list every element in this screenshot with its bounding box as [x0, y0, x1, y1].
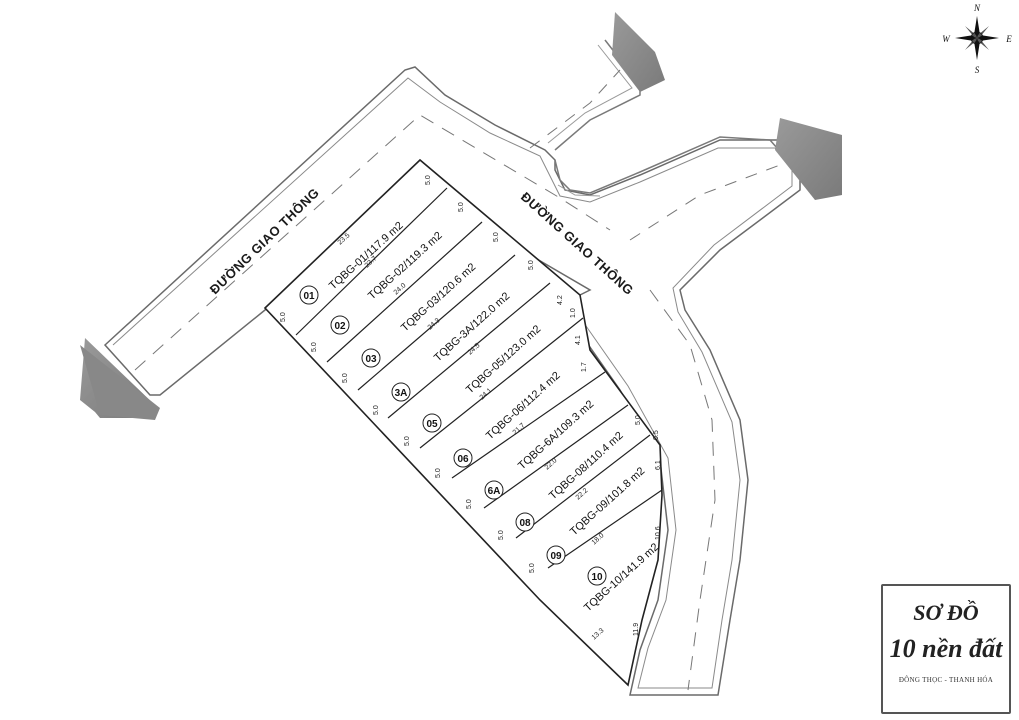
lot-circle-02: 02	[330, 315, 350, 335]
svg-text:6.1: 6.1	[655, 460, 662, 470]
svg-text:09: 09	[550, 551, 562, 562]
road-arrows	[80, 12, 842, 420]
svg-text:5.0: 5.0	[635, 415, 642, 425]
svg-text:5.0: 5.0	[425, 175, 432, 185]
svg-text:5.0: 5.0	[311, 342, 318, 352]
svg-text:02: 02	[334, 321, 346, 332]
lot-dividers	[295, 187, 663, 569]
svg-text:5.0: 5.0	[373, 405, 380, 415]
road-centerline-branch	[529, 69, 621, 149]
road-centerline-right	[629, 164, 781, 241]
compass-rose-icon: N S E W	[942, 3, 1012, 75]
svg-text:5.0: 5.0	[435, 468, 442, 478]
compass-e: E	[1005, 34, 1012, 44]
lot-circle-05: 05	[422, 413, 442, 433]
lot-circle-3a: 3A	[391, 382, 411, 402]
compass-n: N	[973, 3, 981, 13]
lot-circle-01: 01	[299, 285, 319, 305]
lot-circle-03: 03	[361, 348, 381, 368]
svg-text:01: 01	[303, 291, 315, 302]
svg-text:3A: 3A	[395, 388, 408, 399]
svg-text:4.2: 4.2	[557, 295, 564, 305]
svg-text:6A: 6A	[488, 486, 501, 497]
svg-text:0.5: 0.5	[653, 430, 660, 440]
lot-number-circles: 01 02 03 3A 05 06 6A 08 09 10	[299, 285, 607, 586]
compass-w: W	[942, 34, 951, 44]
svg-text:5.0: 5.0	[529, 563, 536, 573]
compass-s: S	[975, 65, 980, 75]
road-centerline-left	[134, 114, 611, 371]
svg-text:5.0: 5.0	[498, 530, 505, 540]
legend-title-line2: 10 nền đất	[889, 634, 1003, 663]
lot-circle-09: 09	[546, 545, 566, 565]
legend-location: ĐÔNG THỌC - THANH HÓA	[898, 676, 994, 684]
lot-circle-6a: 6A	[484, 480, 504, 500]
svg-text:06: 06	[457, 454, 469, 465]
arrow-northeast-icon	[612, 12, 665, 92]
svg-text:10.6: 10.6	[655, 526, 662, 540]
svg-text:11.9: 11.9	[633, 623, 640, 636]
svg-text:5.0: 5.0	[493, 232, 500, 242]
svg-text:03: 03	[365, 354, 377, 365]
svg-text:08: 08	[519, 518, 531, 529]
svg-text:5.0: 5.0	[458, 202, 465, 212]
svg-text:5.0: 5.0	[404, 436, 411, 446]
svg-text:5.0: 5.0	[280, 312, 287, 322]
arrow-east-icon	[775, 118, 842, 200]
lot-circle-10: 10	[587, 566, 607, 586]
legend-box: SƠ ĐỒ 10 nền đất ĐÔNG THỌC - THANH HÓA	[881, 584, 1011, 714]
svg-text:1.0: 1.0	[570, 308, 577, 318]
lot-width-dims: 5.0 5.0 5.0 5.0 5.0 5.0 5.0 5.0 5.0 5.0 …	[280, 175, 642, 573]
svg-text:4.1: 4.1	[575, 335, 582, 345]
svg-text:10: 10	[591, 572, 603, 583]
svg-text:5.0: 5.0	[528, 260, 535, 270]
svg-text:1.7: 1.7	[581, 362, 588, 372]
road-centerline-south	[649, 289, 716, 691]
svg-text:5.0: 5.0	[342, 373, 349, 383]
lot-circle-06: 06	[453, 448, 473, 468]
legend-title-line1: SƠ ĐỒ	[913, 600, 979, 625]
svg-text:05: 05	[426, 419, 438, 430]
road-inner-edge	[112, 77, 793, 689]
lot-circle-08: 08	[515, 512, 535, 532]
svg-text:5.0: 5.0	[466, 499, 473, 509]
road-branch-inner-curve	[554, 136, 806, 194]
